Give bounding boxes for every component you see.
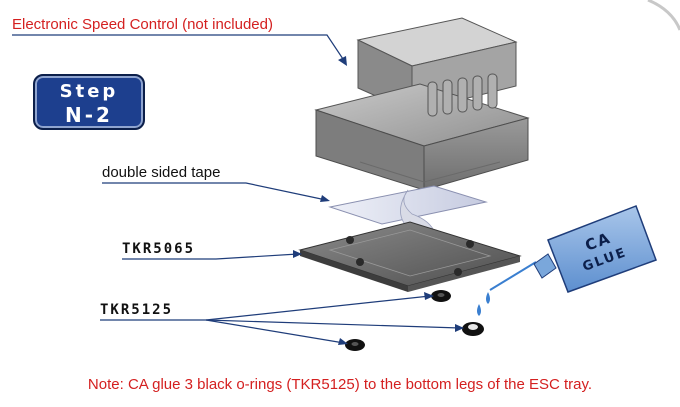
o-rings [345,290,484,351]
ca-glue-bottle [490,206,656,292]
tray-part-number: TKR5065 [122,241,195,257]
esc-label: Electronic Speed Control (not included) [12,16,273,33]
esc-unit [316,18,528,190]
esc-tray [300,222,520,292]
oring-part-number: TKR5125 [100,302,173,318]
o-ring-2 [462,322,484,336]
assembly-note: Note: CA glue 3 black o-rings (TKR5125) … [0,376,680,393]
glue-drops [477,292,490,316]
tape-label: double sided tape [102,164,220,181]
o-ring-3 [345,339,365,351]
